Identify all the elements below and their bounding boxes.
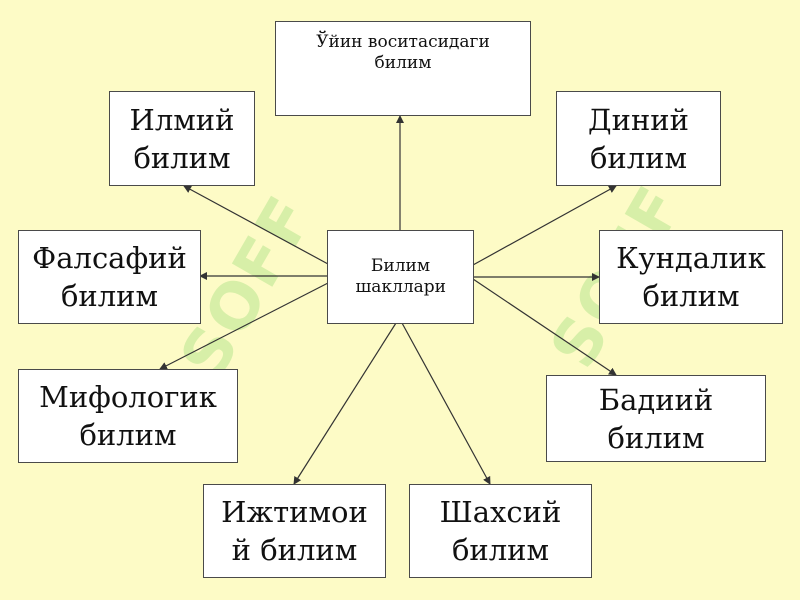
arrow-to-mifologik xyxy=(159,282,329,370)
node-label: Мифологик билим xyxy=(39,380,217,452)
node-label: Бадиий билим xyxy=(598,382,714,455)
arrow-to-badiiy xyxy=(472,278,617,376)
node-label: Билим шакллари xyxy=(355,256,447,297)
node-shaxsiy-bilim: Шахсий билим xyxy=(409,484,592,578)
node-oyin-vositasidagi-bilim: Ўйин воситасидаги билим xyxy=(275,21,531,116)
node-mifologik-bilim: Мифологик билим xyxy=(18,369,238,463)
node-label: Фалсафий билим xyxy=(32,241,187,313)
node-label: Ўйин воситасидаги билим xyxy=(316,32,490,73)
node-label: Илмий билим xyxy=(129,102,235,175)
node-diniy-bilim: Диний билим xyxy=(556,91,721,186)
node-label: Кундалик билим xyxy=(616,241,766,313)
node-falsafiy-bilim: Фалсафий билим xyxy=(18,230,201,324)
node-kundalik-bilim: Кундалик билим xyxy=(599,230,783,324)
node-ilmiy-bilim: Илмий билим xyxy=(109,91,255,186)
arrow-to-ilmiy xyxy=(183,185,329,265)
arrow-to-ijtimoiy xyxy=(293,322,397,485)
node-label: Диний билим xyxy=(588,102,689,175)
node-label: Ижтимои й билим xyxy=(221,495,368,567)
node-badiiy-bilim: Бадиий билим xyxy=(546,375,766,462)
arrow-to-shaxsiy xyxy=(401,322,491,485)
node-label: Шахсий билим xyxy=(439,495,562,567)
node-ijtimoiy-bilim: Ижтимои й билим xyxy=(203,484,386,578)
node-center-bilim-shakllari: Билим шакллари xyxy=(327,230,474,324)
arrow-to-diniy xyxy=(472,185,617,266)
